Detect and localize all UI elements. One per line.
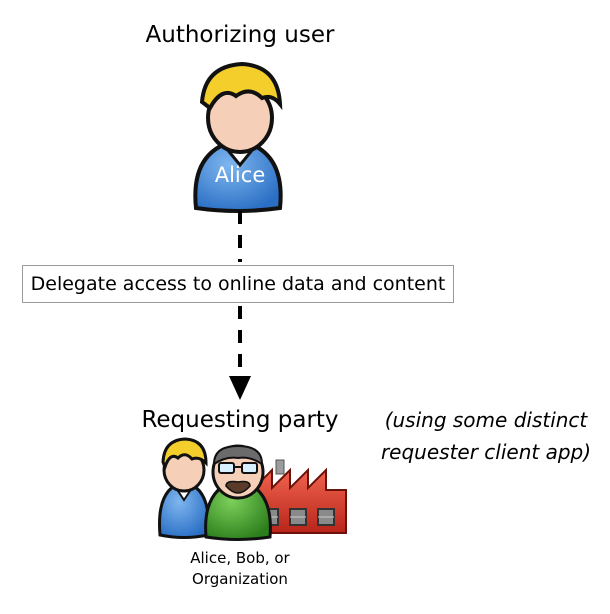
note-line-1: (using some distinct [384, 408, 588, 432]
bob-icon [204, 444, 272, 541]
delegation-arrow [229, 211, 251, 400]
note-line-2: requester client app) [380, 440, 592, 464]
requesting-party-title: Requesting party [141, 407, 339, 433]
caption-line-2: Organization [192, 570, 288, 588]
alice-small-icon [158, 437, 210, 539]
requesting-party-caption: Alice, Bob, or Organization [150, 548, 330, 590]
requester-client-note: (using some distinct requester client ap… [362, 404, 610, 468]
authorizing-user-title: Authorizing user [145, 22, 335, 48]
delegation-label-box: Delegate access to online data and conte… [22, 265, 454, 303]
alice-avatar-label: Alice [214, 163, 266, 187]
caption-line-1: Alice, Bob, or [190, 549, 290, 567]
arrowhead-icon [229, 376, 251, 400]
authorizing-user-icon [193, 61, 283, 213]
